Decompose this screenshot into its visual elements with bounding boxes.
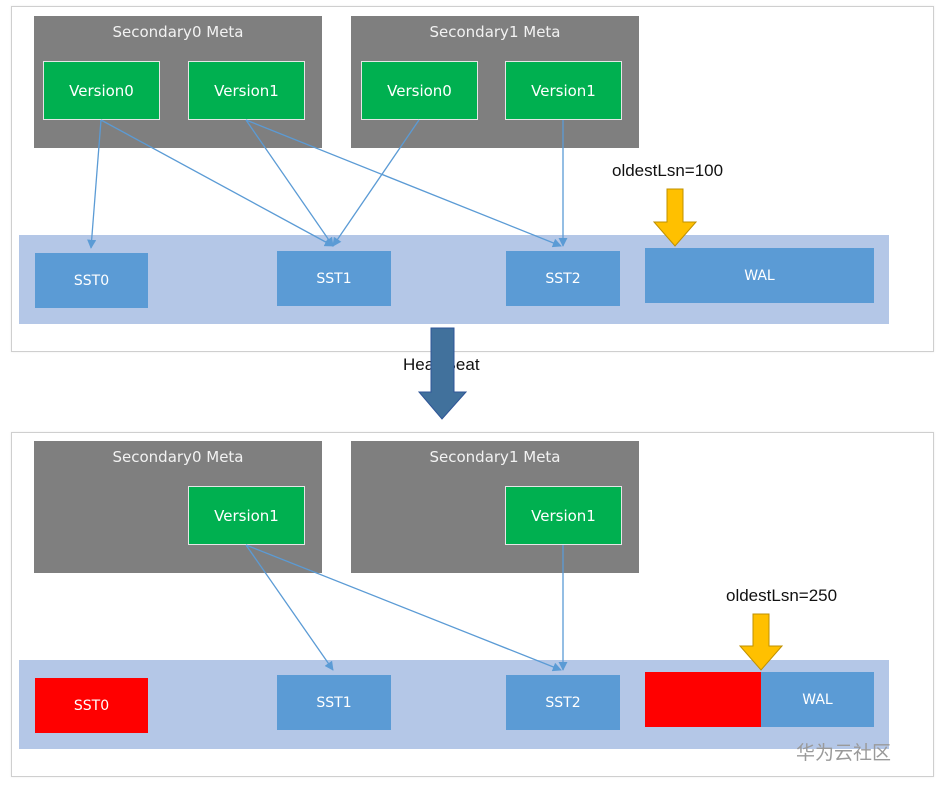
bottom-sst1: SST1 <box>277 675 391 730</box>
secondary0-meta-title: Secondary0 Meta <box>112 448 244 466</box>
secondary1-meta-title: Secondary1 Meta <box>429 23 561 41</box>
edge-top-s0v1-sst2 <box>245 119 562 248</box>
top-sst2: SST2 <box>506 251 620 306</box>
edge-bottom-s0v1-sst2 <box>245 544 562 672</box>
bottom-s0-version1: Version1 <box>188 486 305 545</box>
edge-top-s0v0-sst1 <box>100 119 334 247</box>
heartbeat-arrow <box>417 327 468 420</box>
bottom-sst2: SST2 <box>506 675 620 730</box>
top-sst0: SST0 <box>35 253 148 308</box>
edge-bottom-s0v1-sst1 <box>245 544 334 671</box>
top-s1-version0: Version0 <box>361 61 478 120</box>
bottom-wal: WAL <box>761 672 874 727</box>
bottom-s1-version1: Version1 <box>505 486 622 545</box>
top-s0-version0: Version0 <box>43 61 160 120</box>
top-edges <box>87 119 568 249</box>
top-sst1: SST1 <box>277 251 391 306</box>
bottom-oldest-lsn-arrow <box>738 613 784 671</box>
top-wal: WAL <box>645 248 874 303</box>
edge-top-s0v0-sst0 <box>87 119 102 249</box>
bottom-oldest-lsn-label: oldestLsn=250 <box>726 586 838 605</box>
secondary1-meta-title: Secondary1 Meta <box>429 448 561 466</box>
bottom-wal-truncated-segment <box>645 672 761 727</box>
bottom-edges <box>245 544 568 672</box>
watermark: 华为云社区 <box>796 742 892 764</box>
edge-top-s0v1-sst1 <box>245 119 334 247</box>
top-s0-version1: Version1 <box>188 61 305 120</box>
top-oldest-lsn-label: oldestLsn=100 <box>612 161 724 180</box>
top-s1-version1: Version1 <box>505 61 622 120</box>
edge-top-s1v0-sst1 <box>332 119 420 247</box>
bottom-sst0-deleted: SST0 <box>35 678 148 733</box>
secondary0-meta-title: Secondary0 Meta <box>112 23 244 41</box>
top-oldest-lsn-arrow <box>652 188 698 247</box>
